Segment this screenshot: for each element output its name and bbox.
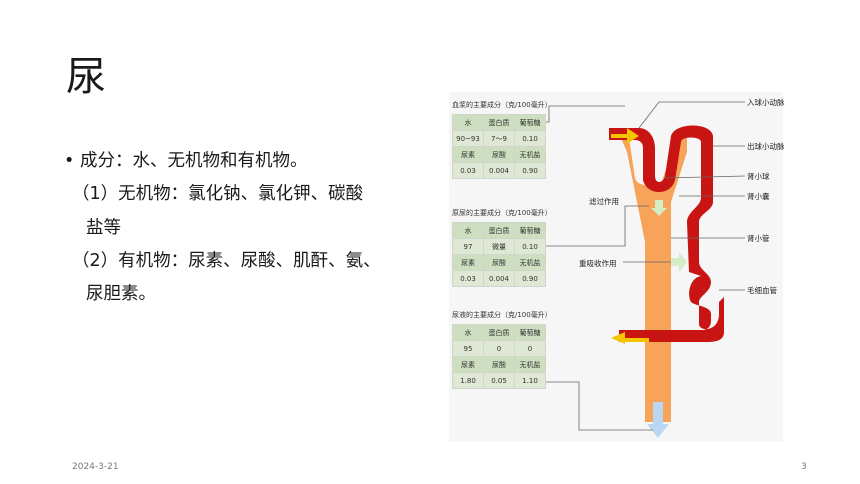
label-reabsorption: 重吸收作用 xyxy=(579,259,617,268)
table-cell: 尿素 xyxy=(452,146,484,163)
table-cell: 0.004 xyxy=(483,270,515,287)
inorganic-line1: （1）无机物：氯化钠、氯化钾、碳酸 xyxy=(72,184,364,205)
table-cell: 95 xyxy=(452,340,484,357)
label-efferent: 出球小动脉 xyxy=(747,142,785,151)
table-cell: 7～9 xyxy=(483,130,515,147)
table-cell: 1.80 xyxy=(452,372,484,389)
table-cell: 尿素 xyxy=(452,356,484,373)
table-cell: 葡萄糖 xyxy=(514,114,546,131)
nephron-diagram xyxy=(533,101,746,438)
table-cell: 水 xyxy=(452,114,484,131)
table-cell: 无机盐 xyxy=(514,146,546,163)
leader-afferent xyxy=(638,101,745,129)
inorganic-item: （1）无机物：氯化钠、氯化钾、碳酸 盐等 xyxy=(64,178,444,245)
table-cell: 葡萄糖 xyxy=(514,222,546,239)
label-glomerulus: 肾小球 xyxy=(747,172,770,181)
table-cell: 0.03 xyxy=(452,270,484,287)
table-cell: 尿酸 xyxy=(483,146,515,163)
table-cell: 蛋白质 xyxy=(483,114,515,131)
leader-glomerulus xyxy=(664,175,746,179)
table-cell: 葡萄糖 xyxy=(514,324,546,341)
table-cell: 微量 xyxy=(483,238,515,255)
table-cell: 无机盐 xyxy=(514,356,546,373)
content-body: • 成分：水、无机物和有机物。 （1）无机物：氯化钠、氯化钾、碳酸 盐等 （2）… xyxy=(64,145,444,311)
bullet-text: 成分：水、无机物和有机物。 xyxy=(80,151,308,171)
arrow-reabsorption xyxy=(671,252,687,272)
arrow-urine-out xyxy=(647,402,669,438)
label-capillary: 毛细血管 xyxy=(747,286,777,295)
bullet-item: • 成分：水、无机物和有机物。 xyxy=(64,145,444,178)
leader-final xyxy=(533,381,653,431)
table-cell: 0.90 xyxy=(514,270,546,287)
table-cell: 0.10 xyxy=(514,130,546,147)
table-cell: 蛋白质 xyxy=(483,222,515,239)
table-cell: 蛋白质 xyxy=(483,324,515,341)
organic-line2: 尿胆素。 xyxy=(86,284,156,304)
table-cell: 水 xyxy=(452,324,484,341)
table-cell: 1.10 xyxy=(514,372,546,389)
slide-title: 尿 xyxy=(66,54,106,100)
table-cell: 0.90 xyxy=(514,162,546,179)
bullet-icon: • xyxy=(64,151,75,171)
table-cell: 尿素 xyxy=(452,254,484,271)
organic-item: （2）有机物：尿素、尿酸、肌酐、氨、 尿胆素。 xyxy=(64,245,444,312)
table-cell: 0.004 xyxy=(483,162,515,179)
label-capsule: 肾小囊 xyxy=(747,192,770,201)
table-cell: 0.03 xyxy=(452,162,484,179)
label-tubule: 肾小管 xyxy=(747,234,770,243)
table-cell: 90~93 xyxy=(452,130,484,147)
vessel-shape xyxy=(609,125,724,342)
table-cell: 0.10 xyxy=(514,238,546,255)
inorganic-line2: 盐等 xyxy=(86,217,121,238)
table-cell: 0.05 xyxy=(483,372,515,389)
blood-table-title: 血浆的主要成分（克/100毫升） xyxy=(452,101,552,109)
primary-table-title: 原尿的主要成分（克/100毫升） xyxy=(452,209,552,217)
arrow-blood-out xyxy=(611,332,649,344)
leader-filtration xyxy=(533,205,649,247)
table-cell: 水 xyxy=(452,222,484,239)
label-filtration: 滤过作用 xyxy=(589,197,619,206)
table-cell: 0 xyxy=(514,340,546,357)
page-number: 3 xyxy=(801,462,807,472)
table-cell: 尿酸 xyxy=(483,254,515,271)
table-cell: 无机盐 xyxy=(514,254,546,271)
table-cell: 97 xyxy=(452,238,484,255)
label-afferent: 入球小动脉 xyxy=(747,98,785,107)
table-cell: 尿酸 xyxy=(483,356,515,373)
organic-line1: （2）有机物：尿素、尿酸、肌酐、氨、 xyxy=(72,250,381,271)
final-table-title: 尿液的主要成分（克/100毫升） xyxy=(452,311,552,319)
footer-date: 2024-3-21 xyxy=(72,462,119,472)
arrow-filtration xyxy=(651,200,667,216)
arrow-blood-in xyxy=(611,128,639,144)
table-cell: 0 xyxy=(483,340,515,357)
